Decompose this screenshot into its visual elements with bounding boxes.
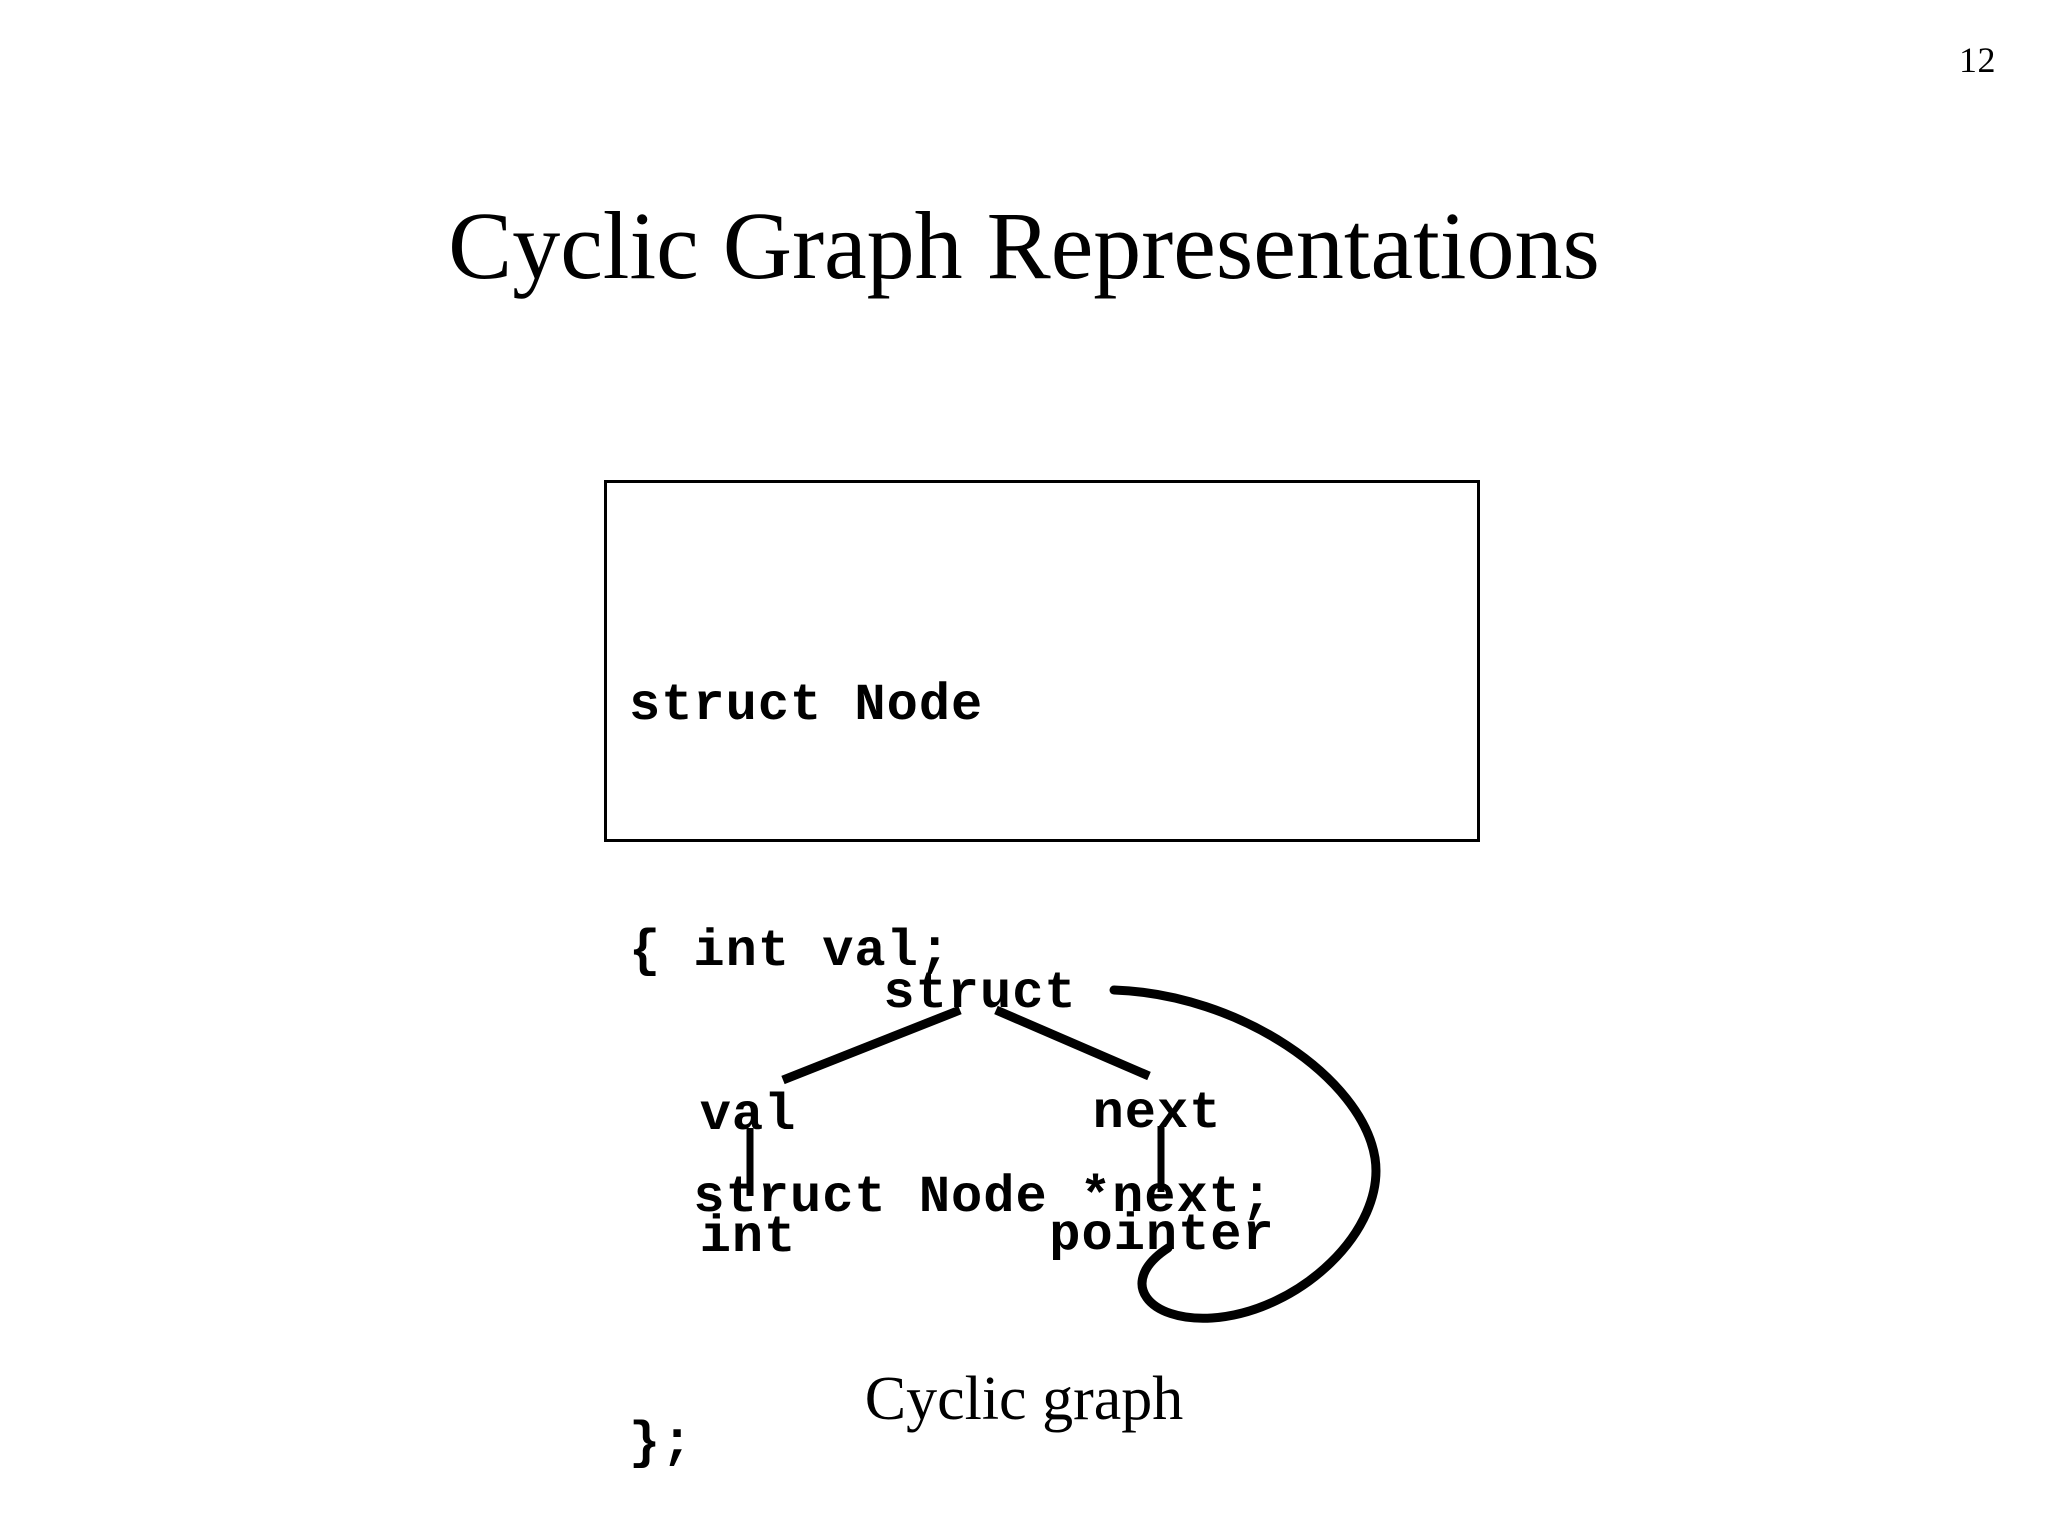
- code-box: struct Node { int val; struct Node *next…: [604, 480, 1480, 1473]
- code-line-2: { int val;: [629, 922, 952, 981]
- code-line-4: };: [629, 1414, 694, 1473]
- graph-node-next: next: [1092, 1084, 1222, 1143]
- edge-struct-next: [994, 1005, 1151, 1081]
- code-line-3: struct Node *next;: [629, 1168, 1274, 1227]
- edge-pointer-struct-backedge: [1109, 985, 1381, 1323]
- code-line-1: struct Node: [629, 676, 984, 735]
- page-number: 12: [1959, 40, 1996, 80]
- graph-node-int: int: [699, 1208, 797, 1267]
- cyclic-graph-diagram: struct val int next pointer: [600, 930, 1480, 1350]
- graph-edges-svg: [746, 985, 1381, 1323]
- diagram-caption: Cyclic graph: [864, 1365, 1184, 1433]
- code-listing: struct Node { int val; struct Node *next…: [629, 501, 1273, 1536]
- edge-struct-val: [781, 1005, 962, 1085]
- page-title: Cyclic Graph Representations: [448, 192, 1600, 299]
- graph-node-val: val: [699, 1086, 797, 1145]
- graph-node-struct: struct: [883, 964, 1077, 1023]
- graph-node-pointer: pointer: [1049, 1206, 1275, 1265]
